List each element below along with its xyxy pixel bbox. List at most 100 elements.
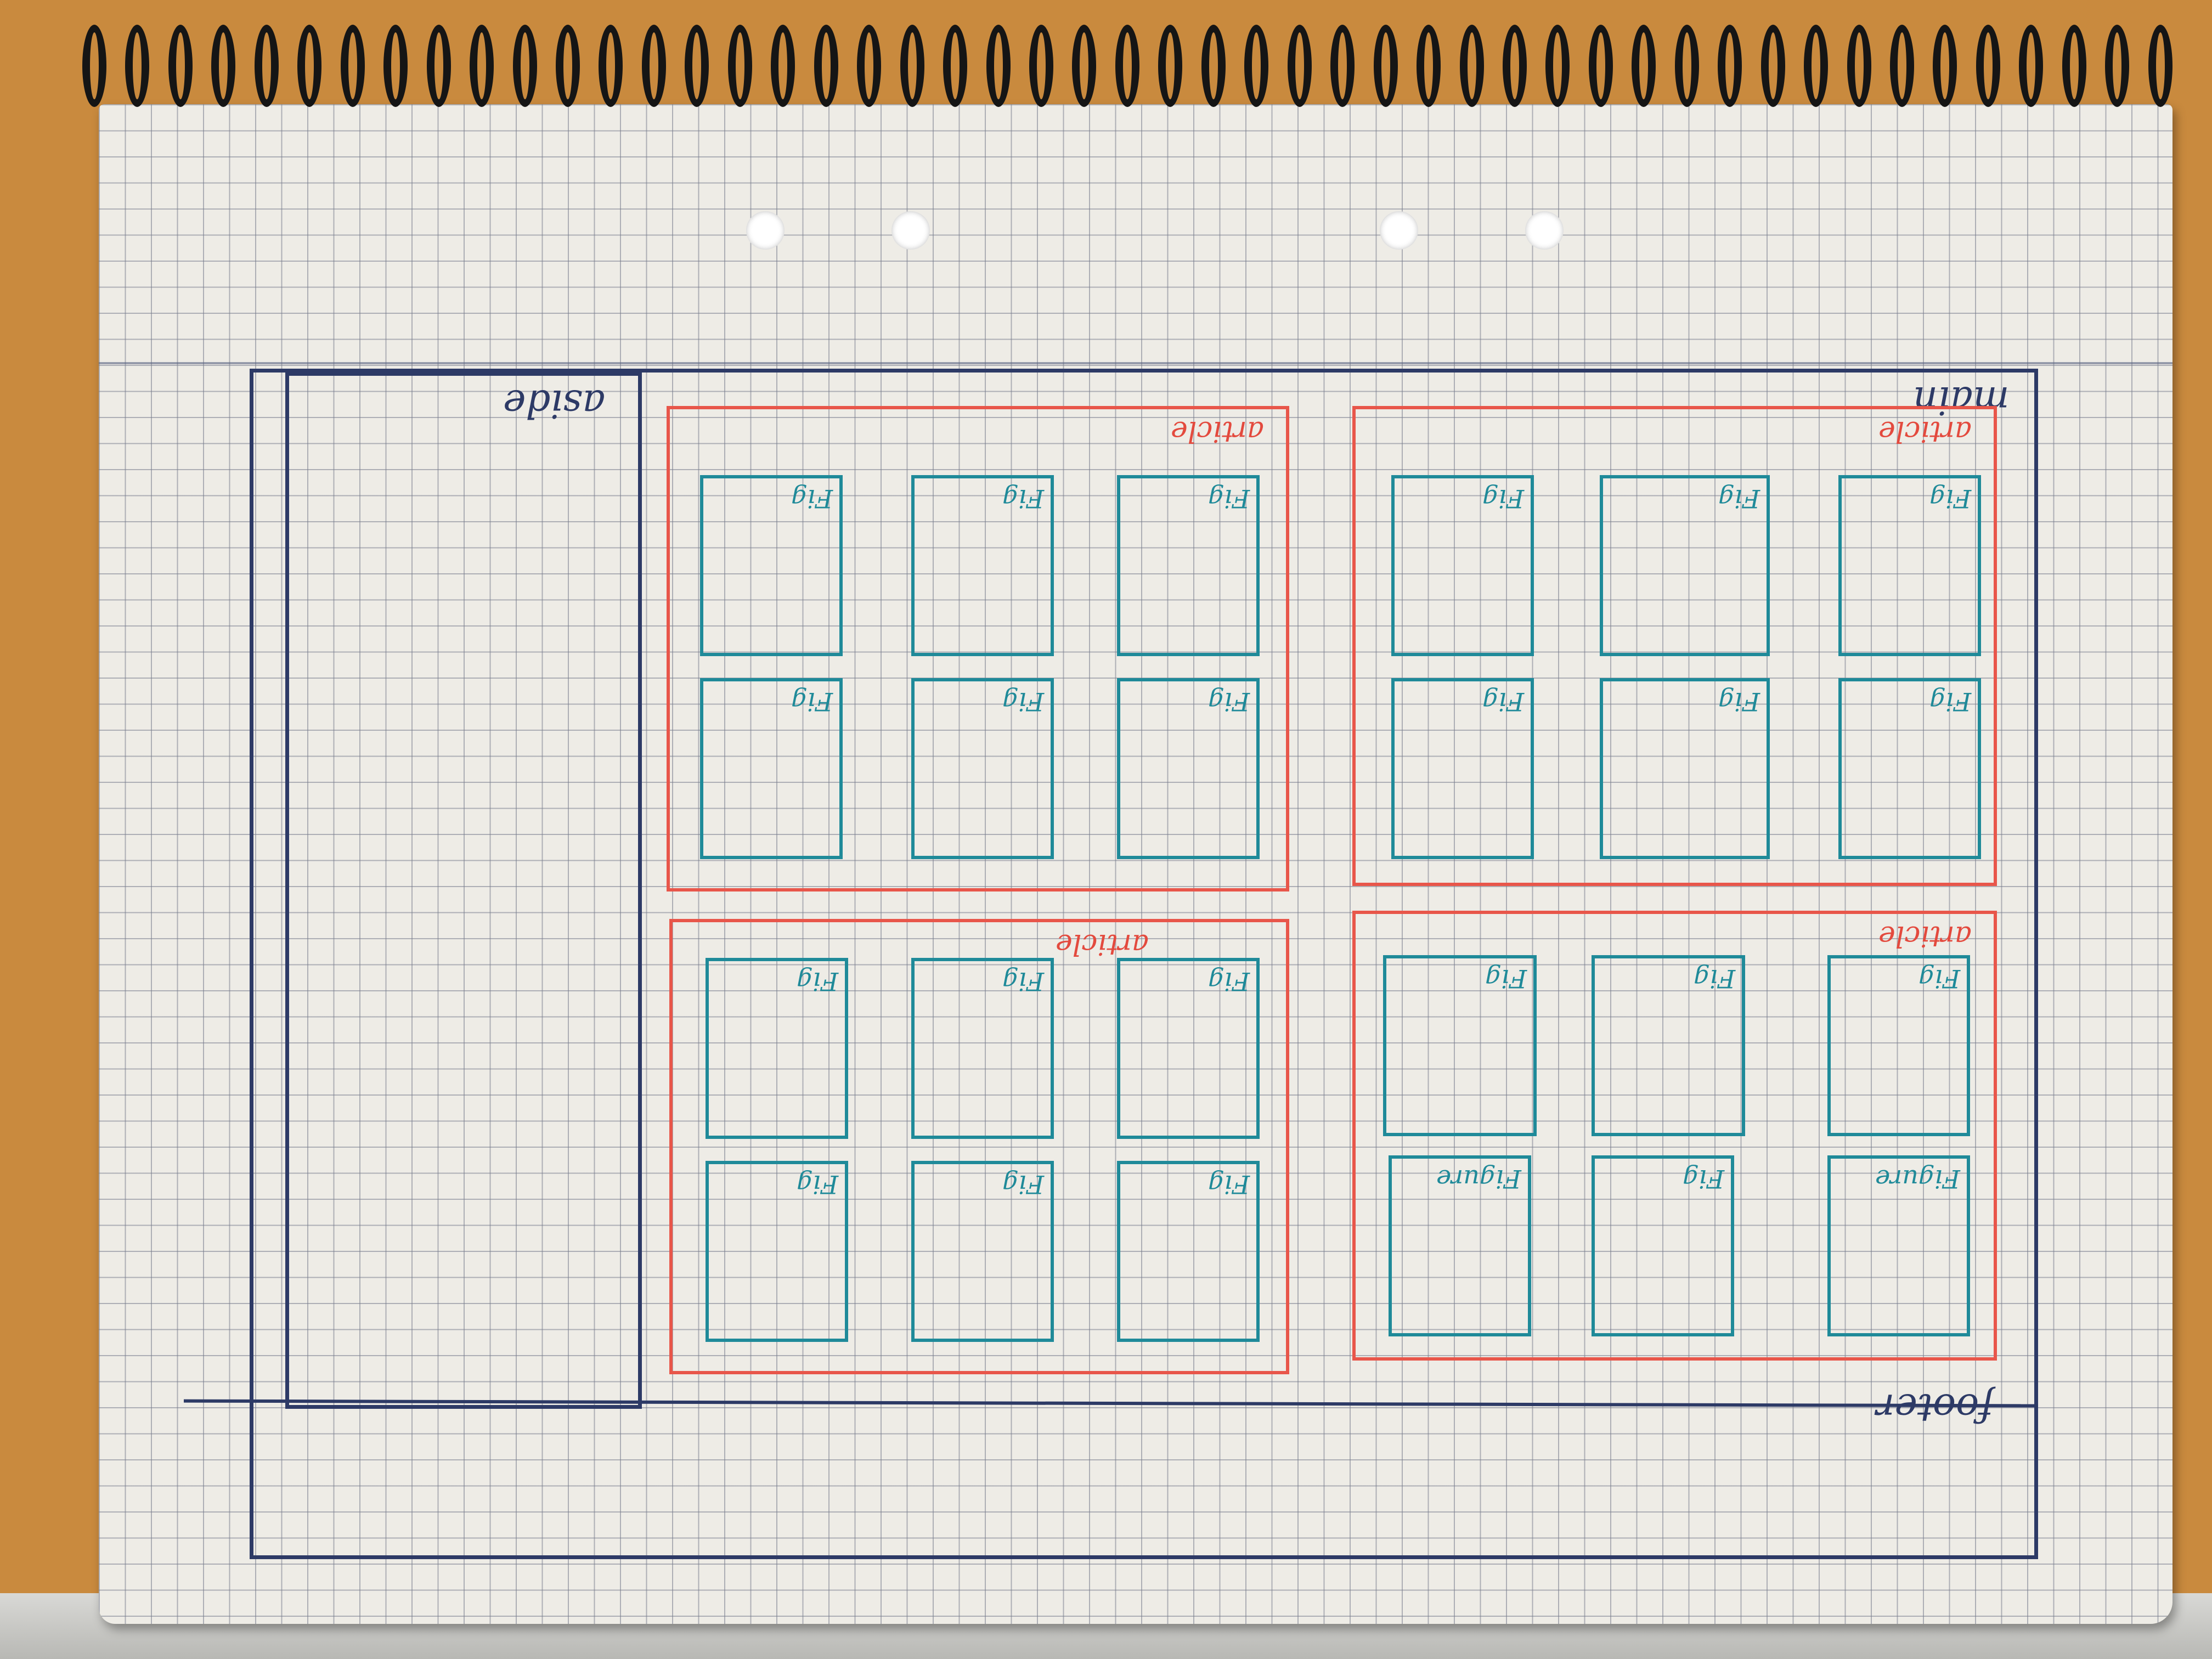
binding-coil xyxy=(82,25,106,107)
binding-coil xyxy=(555,25,580,107)
figure-box: Fig xyxy=(1592,955,1745,1136)
figure-label: Fig xyxy=(1485,964,1527,994)
binding-coil xyxy=(1976,25,2000,107)
binding-coil xyxy=(512,25,537,107)
figure-box: Figure xyxy=(1827,1155,1970,1336)
figure-label: Fig xyxy=(1002,687,1044,716)
binding-coil xyxy=(1029,25,1053,107)
binding-coil xyxy=(2019,25,2044,107)
figure-label: Fig xyxy=(1207,687,1250,716)
figure-box: Fig xyxy=(1838,475,1981,656)
binding-coil xyxy=(1890,25,1915,107)
figure-box: Fig xyxy=(1391,475,1534,656)
binding-coil xyxy=(1417,25,1441,107)
punch-hole xyxy=(891,211,930,250)
binding-coil xyxy=(1373,25,1398,107)
figure-box: Fig xyxy=(1383,955,1537,1136)
binding-coil xyxy=(1158,25,1183,107)
binding-coil xyxy=(900,25,924,107)
main-region: main xyxy=(639,369,2038,1406)
binding-coil xyxy=(2062,25,2086,107)
figure-label: Figure xyxy=(1875,1164,1960,1194)
binding-coil xyxy=(470,25,494,107)
figure-label: Fig xyxy=(1002,484,1044,514)
article-box: article Fig Fig Fig Fig Fig Fig xyxy=(1352,406,1997,886)
binding-coil xyxy=(1244,25,1269,107)
article-box: article Fig Fig Fig Fig Fig Fig xyxy=(667,406,1289,891)
footer-label: footer xyxy=(1876,1385,1994,1430)
figure-box: Fig xyxy=(911,1161,1054,1342)
binding-coil xyxy=(383,25,408,107)
punch-hole xyxy=(1525,211,1564,250)
binding-coil xyxy=(297,25,322,107)
binding-coil xyxy=(727,25,752,107)
binding-coil xyxy=(1545,25,1570,107)
figure-label: Fig xyxy=(1682,1164,1724,1194)
figure-label: Fig xyxy=(1918,964,1960,994)
binding-coil xyxy=(2148,25,2172,107)
figure-box: Fig xyxy=(1117,475,1260,656)
binding-coil xyxy=(943,25,968,107)
binding-coil xyxy=(1588,25,1613,107)
binding-coil xyxy=(1760,25,1785,107)
article-box: article Fig Fig Fig Fig Fig Fig xyxy=(669,919,1289,1374)
figure-box: Fig xyxy=(1117,958,1260,1139)
binding-coil xyxy=(125,25,150,107)
figure-box: Fig xyxy=(1827,955,1970,1136)
figure-box: Fig xyxy=(1600,678,1770,859)
binding-coil xyxy=(1459,25,1484,107)
binding-coil xyxy=(426,25,451,107)
binding-coil xyxy=(340,25,365,107)
binding-coil xyxy=(641,25,666,107)
figure-label: Fig xyxy=(1002,1170,1044,1199)
figure-box: Fig xyxy=(911,958,1054,1139)
binding-coil xyxy=(1287,25,1312,107)
figure-box: Figure xyxy=(1389,1155,1531,1336)
binding-coil xyxy=(1502,25,1527,107)
binding-coil xyxy=(857,25,882,107)
figure-box: Fig xyxy=(700,678,843,859)
figure-box: Fig xyxy=(1838,678,1981,859)
binding-coil xyxy=(2105,25,2130,107)
punch-hole xyxy=(1380,211,1418,250)
article-label: article xyxy=(1878,919,1972,952)
figure-box: Fig xyxy=(1592,1155,1734,1336)
binding-coil xyxy=(168,25,193,107)
figure-label: Fig xyxy=(1207,484,1250,514)
binding-coil xyxy=(211,25,236,107)
binding-coil xyxy=(1718,25,1742,107)
binding-coil xyxy=(1115,25,1139,107)
figure-label: Fig xyxy=(1207,1170,1250,1199)
figure-box: Fig xyxy=(1391,678,1534,859)
figure-label: Fig xyxy=(796,967,838,996)
figure-box: Fig xyxy=(911,678,1054,859)
binding-coil xyxy=(1632,25,1656,107)
binding-coil xyxy=(986,25,1011,107)
aside-label: aside xyxy=(503,381,605,426)
article-label: article xyxy=(1878,415,1972,448)
figure-box: Fig xyxy=(700,475,843,656)
article-label: article xyxy=(1171,415,1264,448)
aside-region: aside xyxy=(285,372,642,1409)
figure-box: Fig xyxy=(706,1161,848,1342)
article-box: article Fig Fig Fig Figure Fig Figure xyxy=(1352,911,1997,1361)
figure-label: Fig xyxy=(1482,687,1524,716)
figure-label: Fig xyxy=(1693,964,1735,994)
graph-paper-sheet xyxy=(99,104,2172,1624)
figure-box: Fig xyxy=(1117,678,1260,859)
figure-box: Fig xyxy=(1117,1161,1260,1342)
figure-label: Fig xyxy=(1718,484,1760,514)
figure-label: Fig xyxy=(1929,484,1971,514)
figure-label: Figure xyxy=(1436,1164,1521,1194)
binding-coil xyxy=(1072,25,1097,107)
article-label: article xyxy=(1056,928,1149,961)
figure-label: Fig xyxy=(796,1170,838,1199)
binding-coil xyxy=(1330,25,1355,107)
paper-margin-line xyxy=(99,362,2172,364)
figure-label: Fig xyxy=(1929,687,1971,716)
binding-coil xyxy=(771,25,795,107)
binding-coil xyxy=(254,25,279,107)
punch-hole xyxy=(746,211,785,250)
figure-label: Fig xyxy=(791,687,833,716)
binding-coil xyxy=(1933,25,1957,107)
